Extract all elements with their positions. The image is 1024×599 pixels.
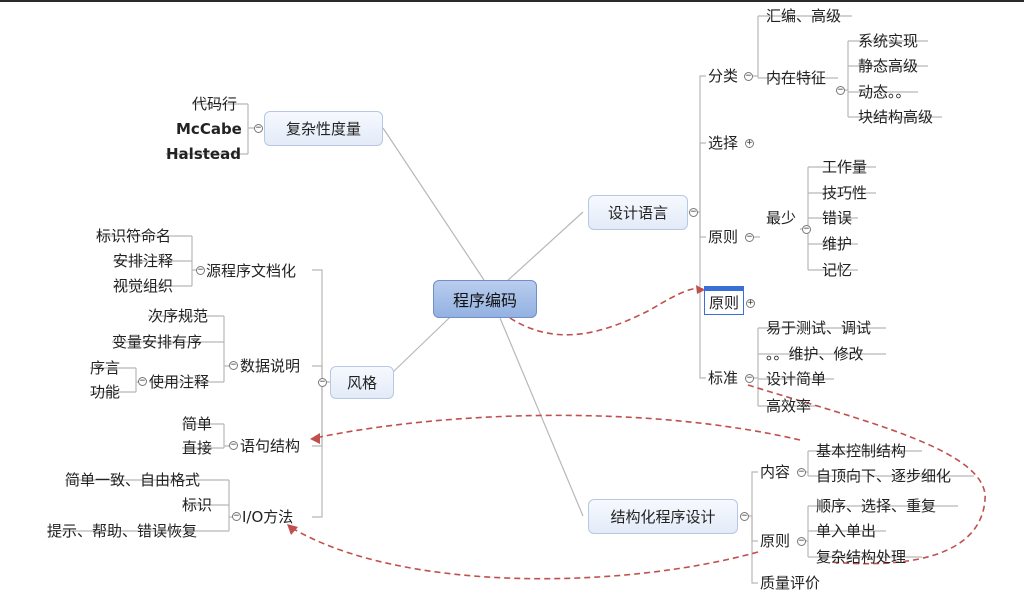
root-topic-label: 程序编码 xyxy=(452,291,517,310)
leaf-single-entry[interactable]: 单入单出 xyxy=(816,522,877,540)
subtopic-data-desc[interactable]: 数据说明 xyxy=(240,357,301,375)
topic-structured-label: 结构化程序设计 xyxy=(610,508,716,526)
expand-icon[interactable]: + xyxy=(746,298,755,308)
leaf-testable[interactable]: 易于测试、调试 xyxy=(766,319,872,337)
leaf-visual[interactable]: 视觉组织 xyxy=(113,277,174,295)
collapse-icon[interactable]: − xyxy=(229,440,238,450)
leaf-io-help[interactable]: 提示、帮助、错误恢复 xyxy=(47,522,198,540)
leaf-memory[interactable]: 记忆 xyxy=(822,261,853,279)
subtopic-standard[interactable]: 标准 xyxy=(708,369,739,387)
leaf-io-simple[interactable]: 简单一致、自由格式 xyxy=(65,471,201,489)
topic-complexity-label: 复杂性度量 xyxy=(285,120,361,138)
leaf-complex-struct[interactable]: 复杂结构处理 xyxy=(816,548,907,566)
subtopic-io[interactable]: I/O方法 xyxy=(242,508,294,526)
leaf-simple-design[interactable]: 设计简单 xyxy=(766,370,827,388)
leaf-static-high[interactable]: 静态高级 xyxy=(858,57,919,75)
topic-style[interactable]: 风格 xyxy=(330,366,394,399)
subtopic-use-comments[interactable]: 使用注释 xyxy=(149,373,210,391)
subtopic-inner[interactable]: 内在特征 xyxy=(766,69,827,87)
subtopic-stmt[interactable]: 语句结构 xyxy=(240,437,301,455)
collapse-icon[interactable]: − xyxy=(744,71,753,81)
collapse-icon[interactable]: − xyxy=(797,467,806,477)
collapse-icon[interactable]: − xyxy=(318,377,327,387)
collapse-icon[interactable]: − xyxy=(196,265,205,275)
leaf-basic-control[interactable]: 基本控制结构 xyxy=(816,442,907,460)
leaf-loc[interactable]: 代码行 xyxy=(192,95,238,113)
topic-design-language[interactable]: 设计语言 xyxy=(588,195,688,230)
topic-design-language-label: 设计语言 xyxy=(607,204,668,222)
leaf-io-label[interactable]: 标识 xyxy=(182,496,213,514)
subtopic-least[interactable]: 最少 xyxy=(766,209,797,227)
selection-handle[interactable] xyxy=(704,286,744,290)
leaf-efficiency[interactable]: 高效率 xyxy=(766,397,812,415)
collapse-icon[interactable]: − xyxy=(689,207,698,217)
leaf-function[interactable]: 功能 xyxy=(90,383,121,401)
leaf-asm-high[interactable]: 汇编、高级 xyxy=(766,7,842,25)
leaf-top-down[interactable]: 自顶向下、逐步细化 xyxy=(816,467,952,485)
collapse-icon[interactable]: − xyxy=(745,232,754,242)
leaf-maintain[interactable]: 维护 xyxy=(822,235,853,253)
subtopic-struct-principle[interactable]: 原则 xyxy=(760,532,791,550)
leaf-order[interactable]: 次序规范 xyxy=(148,307,209,325)
collapse-icon[interactable]: − xyxy=(745,373,754,383)
leaf-halstead[interactable]: Halstead xyxy=(166,145,241,163)
subtopic-content[interactable]: 内容 xyxy=(760,463,791,481)
topic-structured-programming[interactable]: 结构化程序设计 xyxy=(588,499,738,534)
leaf-block-high[interactable]: 块结构高级 xyxy=(858,108,934,126)
leaf-dynamic[interactable]: 动态。。 xyxy=(858,83,911,101)
leaf-naming[interactable]: 标识符命名 xyxy=(96,227,172,245)
subtopic-choose[interactable]: 选择 xyxy=(708,134,739,152)
subtopic-quality[interactable]: 质量评价 xyxy=(760,574,821,592)
leaf-maintain-modify[interactable]: 。。维护、修改 xyxy=(766,345,864,363)
collapse-icon[interactable]: − xyxy=(232,511,241,521)
window-top-border xyxy=(0,0,1024,2)
leaf-comments[interactable]: 安排注释 xyxy=(113,252,174,270)
selected-topic-principle[interactable]: 原则 xyxy=(704,290,744,315)
subtopic-category[interactable]: 分类 xyxy=(708,67,739,85)
topic-style-label: 风格 xyxy=(346,374,377,392)
collapse-icon[interactable]: − xyxy=(138,376,147,386)
leaf-sys-impl[interactable]: 系统实现 xyxy=(858,32,919,50)
leaf-error[interactable]: 错误 xyxy=(822,209,853,227)
leaf-mccabe[interactable]: McCabe xyxy=(176,120,242,138)
leaf-workload[interactable]: 工作量 xyxy=(822,158,868,176)
leaf-prologue[interactable]: 序言 xyxy=(90,359,121,377)
selected-topic-label: 原则 xyxy=(708,294,739,312)
root-topic[interactable]: 程序编码 xyxy=(433,280,537,318)
collapse-icon[interactable]: − xyxy=(740,511,749,521)
collapse-icon[interactable]: − xyxy=(802,224,811,234)
collapse-icon[interactable]: − xyxy=(797,536,806,546)
leaf-simple[interactable]: 简单 xyxy=(182,415,213,433)
leaf-skill[interactable]: 技巧性 xyxy=(822,184,868,202)
collapse-icon[interactable]: − xyxy=(254,123,263,133)
leaf-direct[interactable]: 直接 xyxy=(182,439,213,457)
subtopic-source-doc[interactable]: 源程序文档化 xyxy=(206,262,297,280)
topic-complexity[interactable]: 复杂性度量 xyxy=(264,111,383,146)
leaf-var-order[interactable]: 变量安排有序 xyxy=(112,333,203,351)
subtopic-principle[interactable]: 原则 xyxy=(708,228,739,246)
leaf-seq-select-repeat[interactable]: 顺序、选择、重复 xyxy=(816,497,937,515)
collapse-icon[interactable]: − xyxy=(229,360,238,370)
collapse-icon[interactable]: − xyxy=(836,85,845,95)
expand-icon[interactable]: + xyxy=(745,138,754,148)
